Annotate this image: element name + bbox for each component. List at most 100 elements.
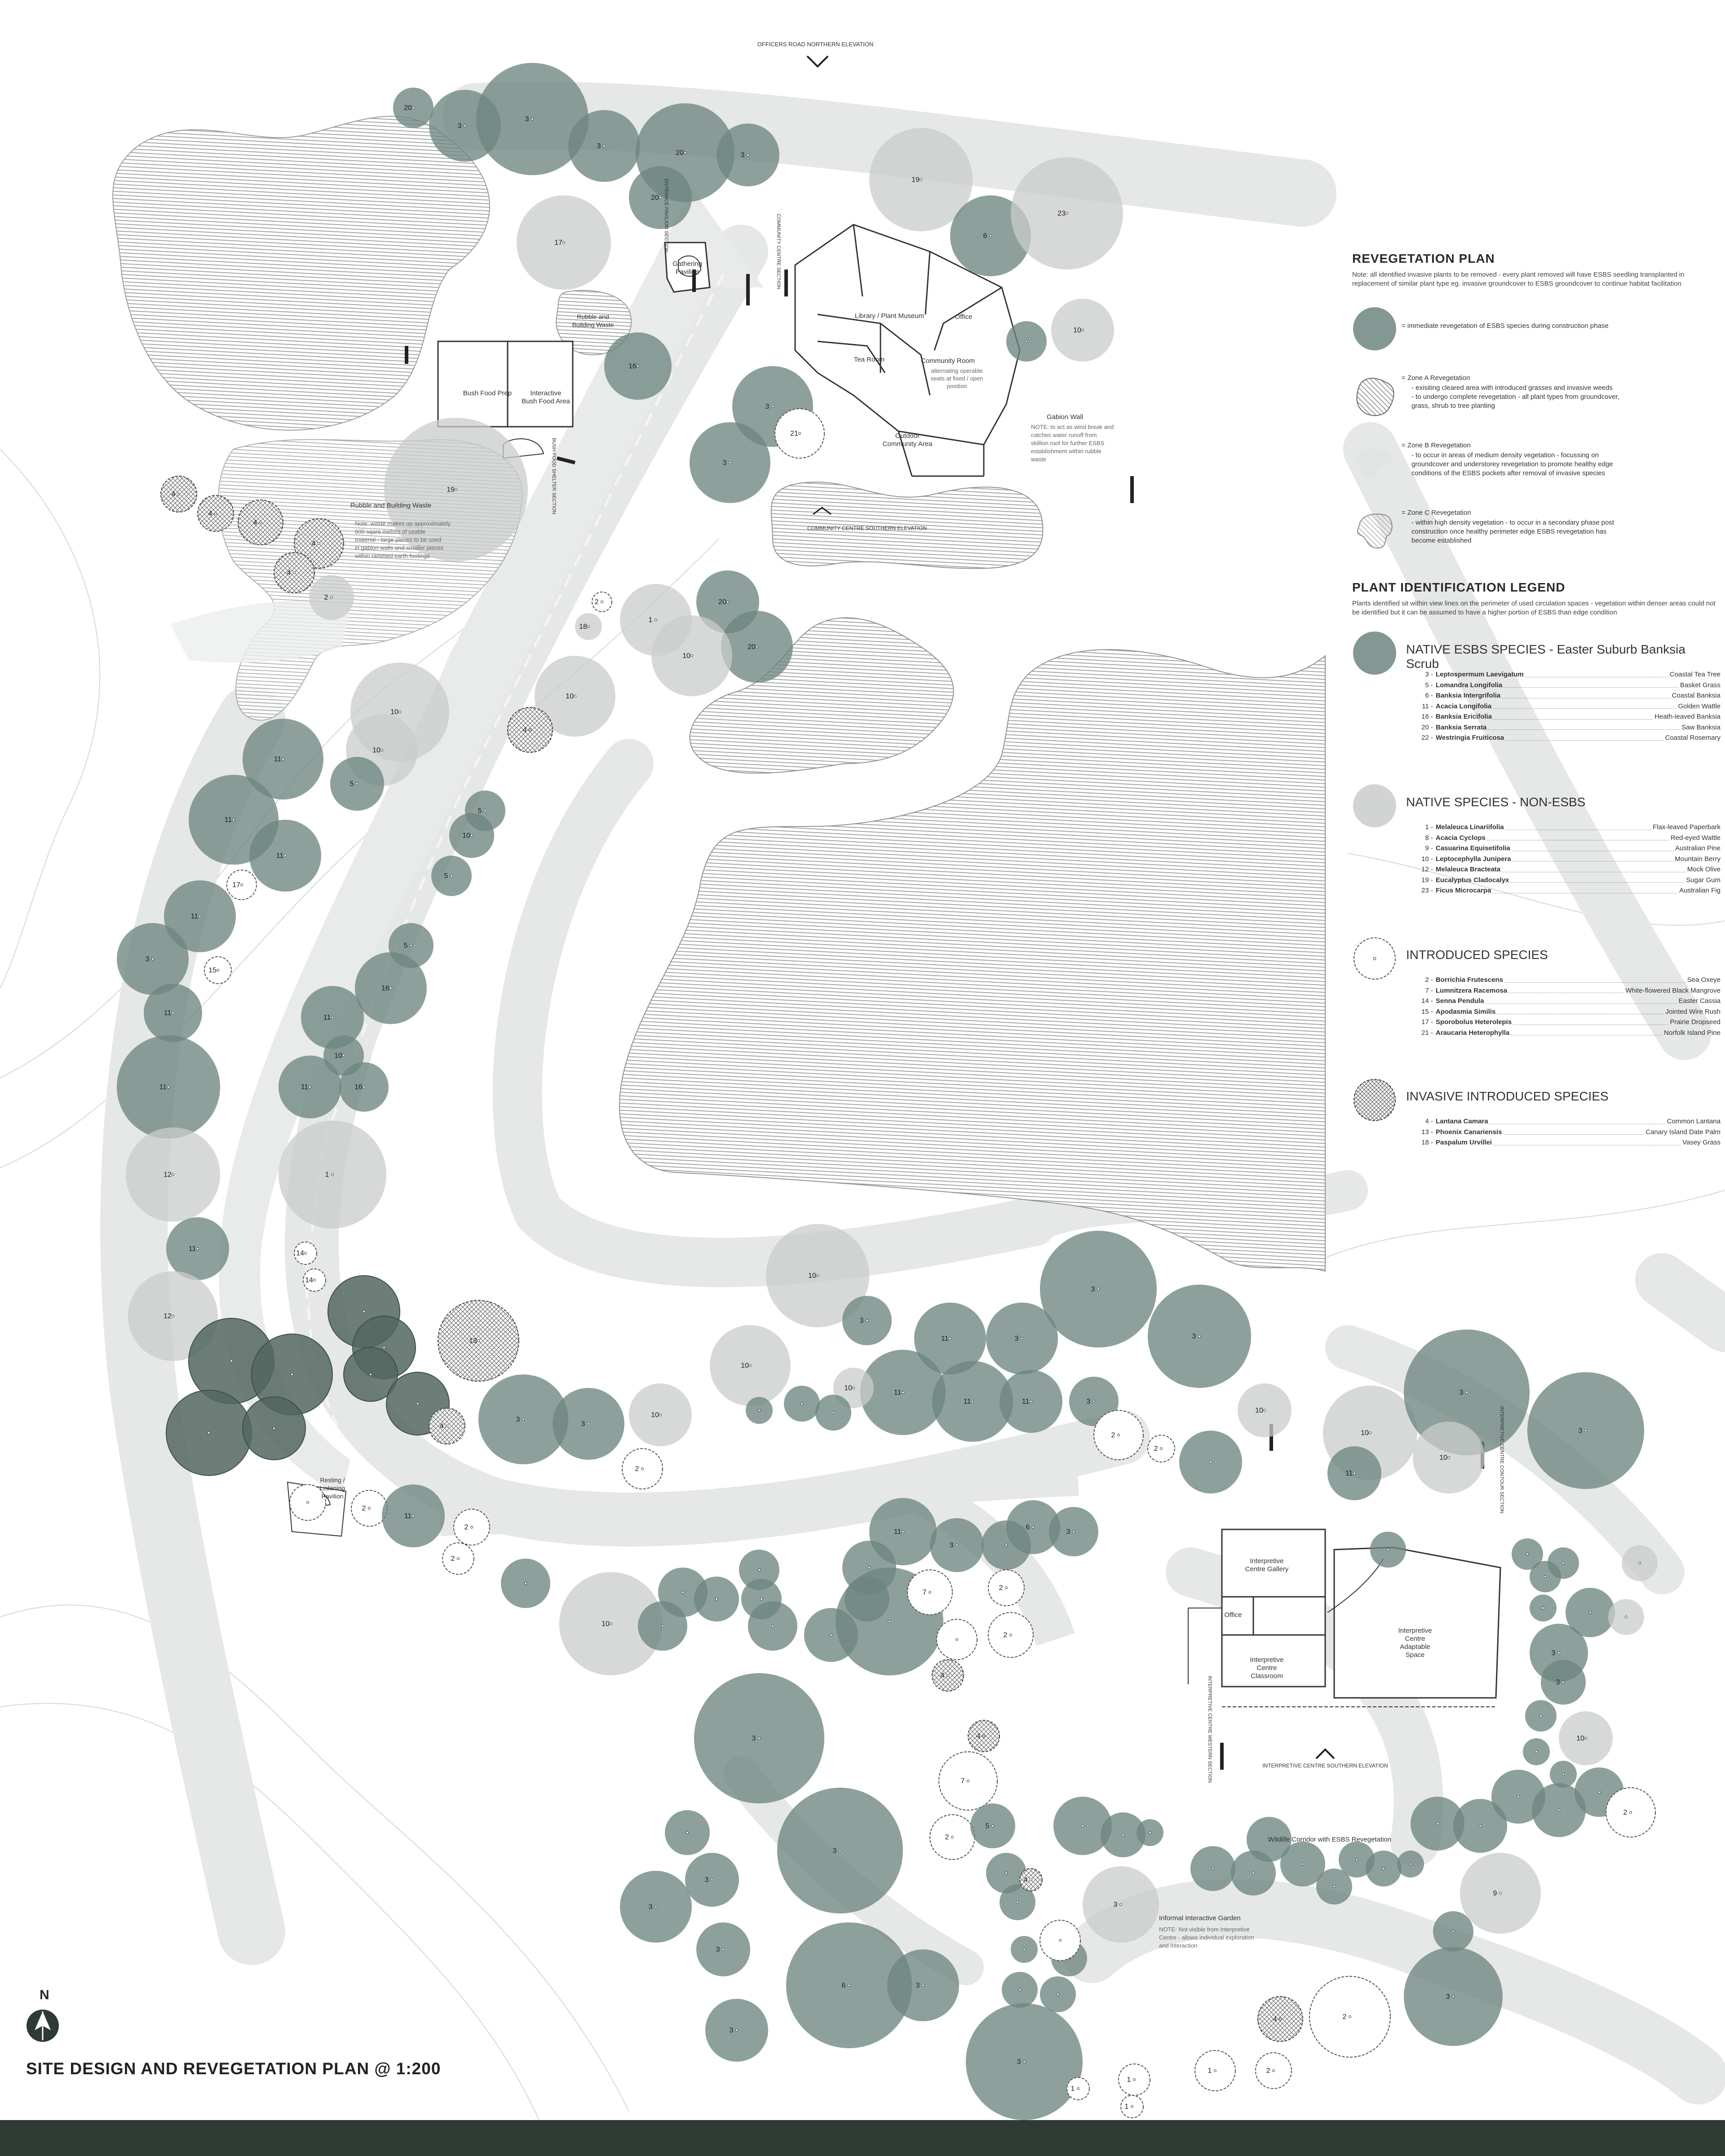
tree-166 [1433,1911,1473,1952]
tree-49: 11 [117,1035,220,1139]
tree-number: 3 [516,1416,520,1423]
tree-number: 3 [525,115,529,123]
tree-number: 3 [752,1735,756,1742]
leader-dots [1493,711,1654,720]
species-common-name: Heath-leaved Banksia [1654,713,1721,720]
tree-186 [1523,1738,1550,1765]
leader-dots [1492,885,1678,893]
plant-legend-note: Plants identified sit within view lines … [1352,600,1716,616]
tree-number: 3 [1556,1679,1560,1686]
legend-line: - within high density vegetation - to oc… [1411,519,1614,526]
tree-number: 3 [705,1876,709,1884]
label-wildlife-corridor: Wildlife Corridor with ESBS Revegetation [1268,1836,1391,1843]
tree-number: 18 [579,623,587,631]
species-scientific-name: Apodasmia Similis [1436,1007,1496,1016]
tree-number: 11 [1345,1470,1353,1477]
legend-zone-c-icon [1357,513,1393,549]
leader-dots [1505,822,1652,830]
tree-number: 4 [253,519,257,526]
tree-96: 10 [1413,1422,1485,1493]
tree-number: 2 [635,1465,639,1473]
tree-156 [1366,1851,1402,1886]
tree-153 [1280,1842,1325,1886]
tree-38: 10 [449,813,494,858]
tree-number: 21 [790,430,798,437]
tree-88: 2 [1093,1410,1144,1460]
tree-number: 16 [354,1083,363,1091]
tree-17: 19 [384,418,528,561]
species-number: 16 - [1421,713,1433,720]
label-officers-road: OFFICERS ROAD NORTHERN ELEVATION [757,41,874,48]
species-scientific-name: Acacia Longifolia [1436,702,1492,710]
tree-152 [1247,1817,1292,1862]
tree-171: 1 [1118,2063,1150,2096]
tree-number: 15 [208,967,217,974]
tree-39: 11 [249,820,321,892]
tree-56: 14 [294,1241,317,1265]
tree-5: 3 [717,124,779,186]
tree-46: 16 [355,952,427,1024]
tree-number: 10 [372,747,380,754]
species-scientific-name: Lumnitzera Racemosa [1436,986,1508,994]
species-common-name: Australian Fig [1679,887,1721,894]
legend-line: - exisiting cleared area with introduced… [1411,384,1613,392]
esbs-species-icon [1353,632,1396,675]
tree-number: 3 [950,1542,954,1549]
tree-number: 6 [1026,1524,1030,1531]
tree-94: 3 [1404,1330,1530,1455]
tree-number: 2 [362,1505,366,1512]
tree-41: 17 [226,870,257,900]
tree-98: 2 [351,1490,388,1527]
tree-131: 3 [620,1871,692,1943]
zone-c-area-mid [689,617,954,774]
tree-number: 10 [651,1411,659,1419]
tree-135: 3 [705,1999,768,2062]
tree-number: 11 [941,1335,949,1343]
species-common-name: Sea Oxeye [1687,976,1721,984]
tree-number: 1 [1071,2085,1075,2093]
tree-number: 3 [741,151,745,159]
tree-116: 6 [1006,1500,1060,1554]
tree-77: 3 [986,1303,1058,1374]
species-common-name: Easter Cassia [1678,997,1721,1005]
tree-number: 10 [390,708,398,716]
tree-number: 3 [1017,2058,1021,2066]
species-scientific-name: Melaleuca Linariifolia [1436,823,1504,831]
tree-number: 2 [464,1524,469,1531]
tree-144 [1040,1976,1076,2012]
tree-number: 3 [581,1420,585,1428]
tree-74: 3 [842,1296,892,1345]
tree-75: 10 [710,1325,791,1406]
tree-number: 3 [716,1946,720,1953]
tree-173: 1 [1120,2095,1144,2118]
tree-20: 4 [238,499,283,545]
tree-number: 10 [602,1620,610,1628]
invasive-species-icon [1353,1079,1396,1121]
tree-number: 5 [478,807,482,815]
legend-panel: REVEGETATION PLAN Note: all identified i… [1352,252,1721,1172]
tree-number: 10 [1361,1429,1369,1437]
tree-number: 3 [1087,1398,1091,1405]
tree-number: 11 [301,1083,309,1091]
tree-138 [1053,1797,1112,1855]
tree-143 [1002,1972,1038,2008]
tree-82: 11 [1000,1370,1062,1433]
tree-number: 13 [469,1337,477,1345]
tree-number: 4 [287,569,291,577]
tree-number: 10 [1576,1735,1584,1742]
tree-number: 10 [462,832,470,839]
